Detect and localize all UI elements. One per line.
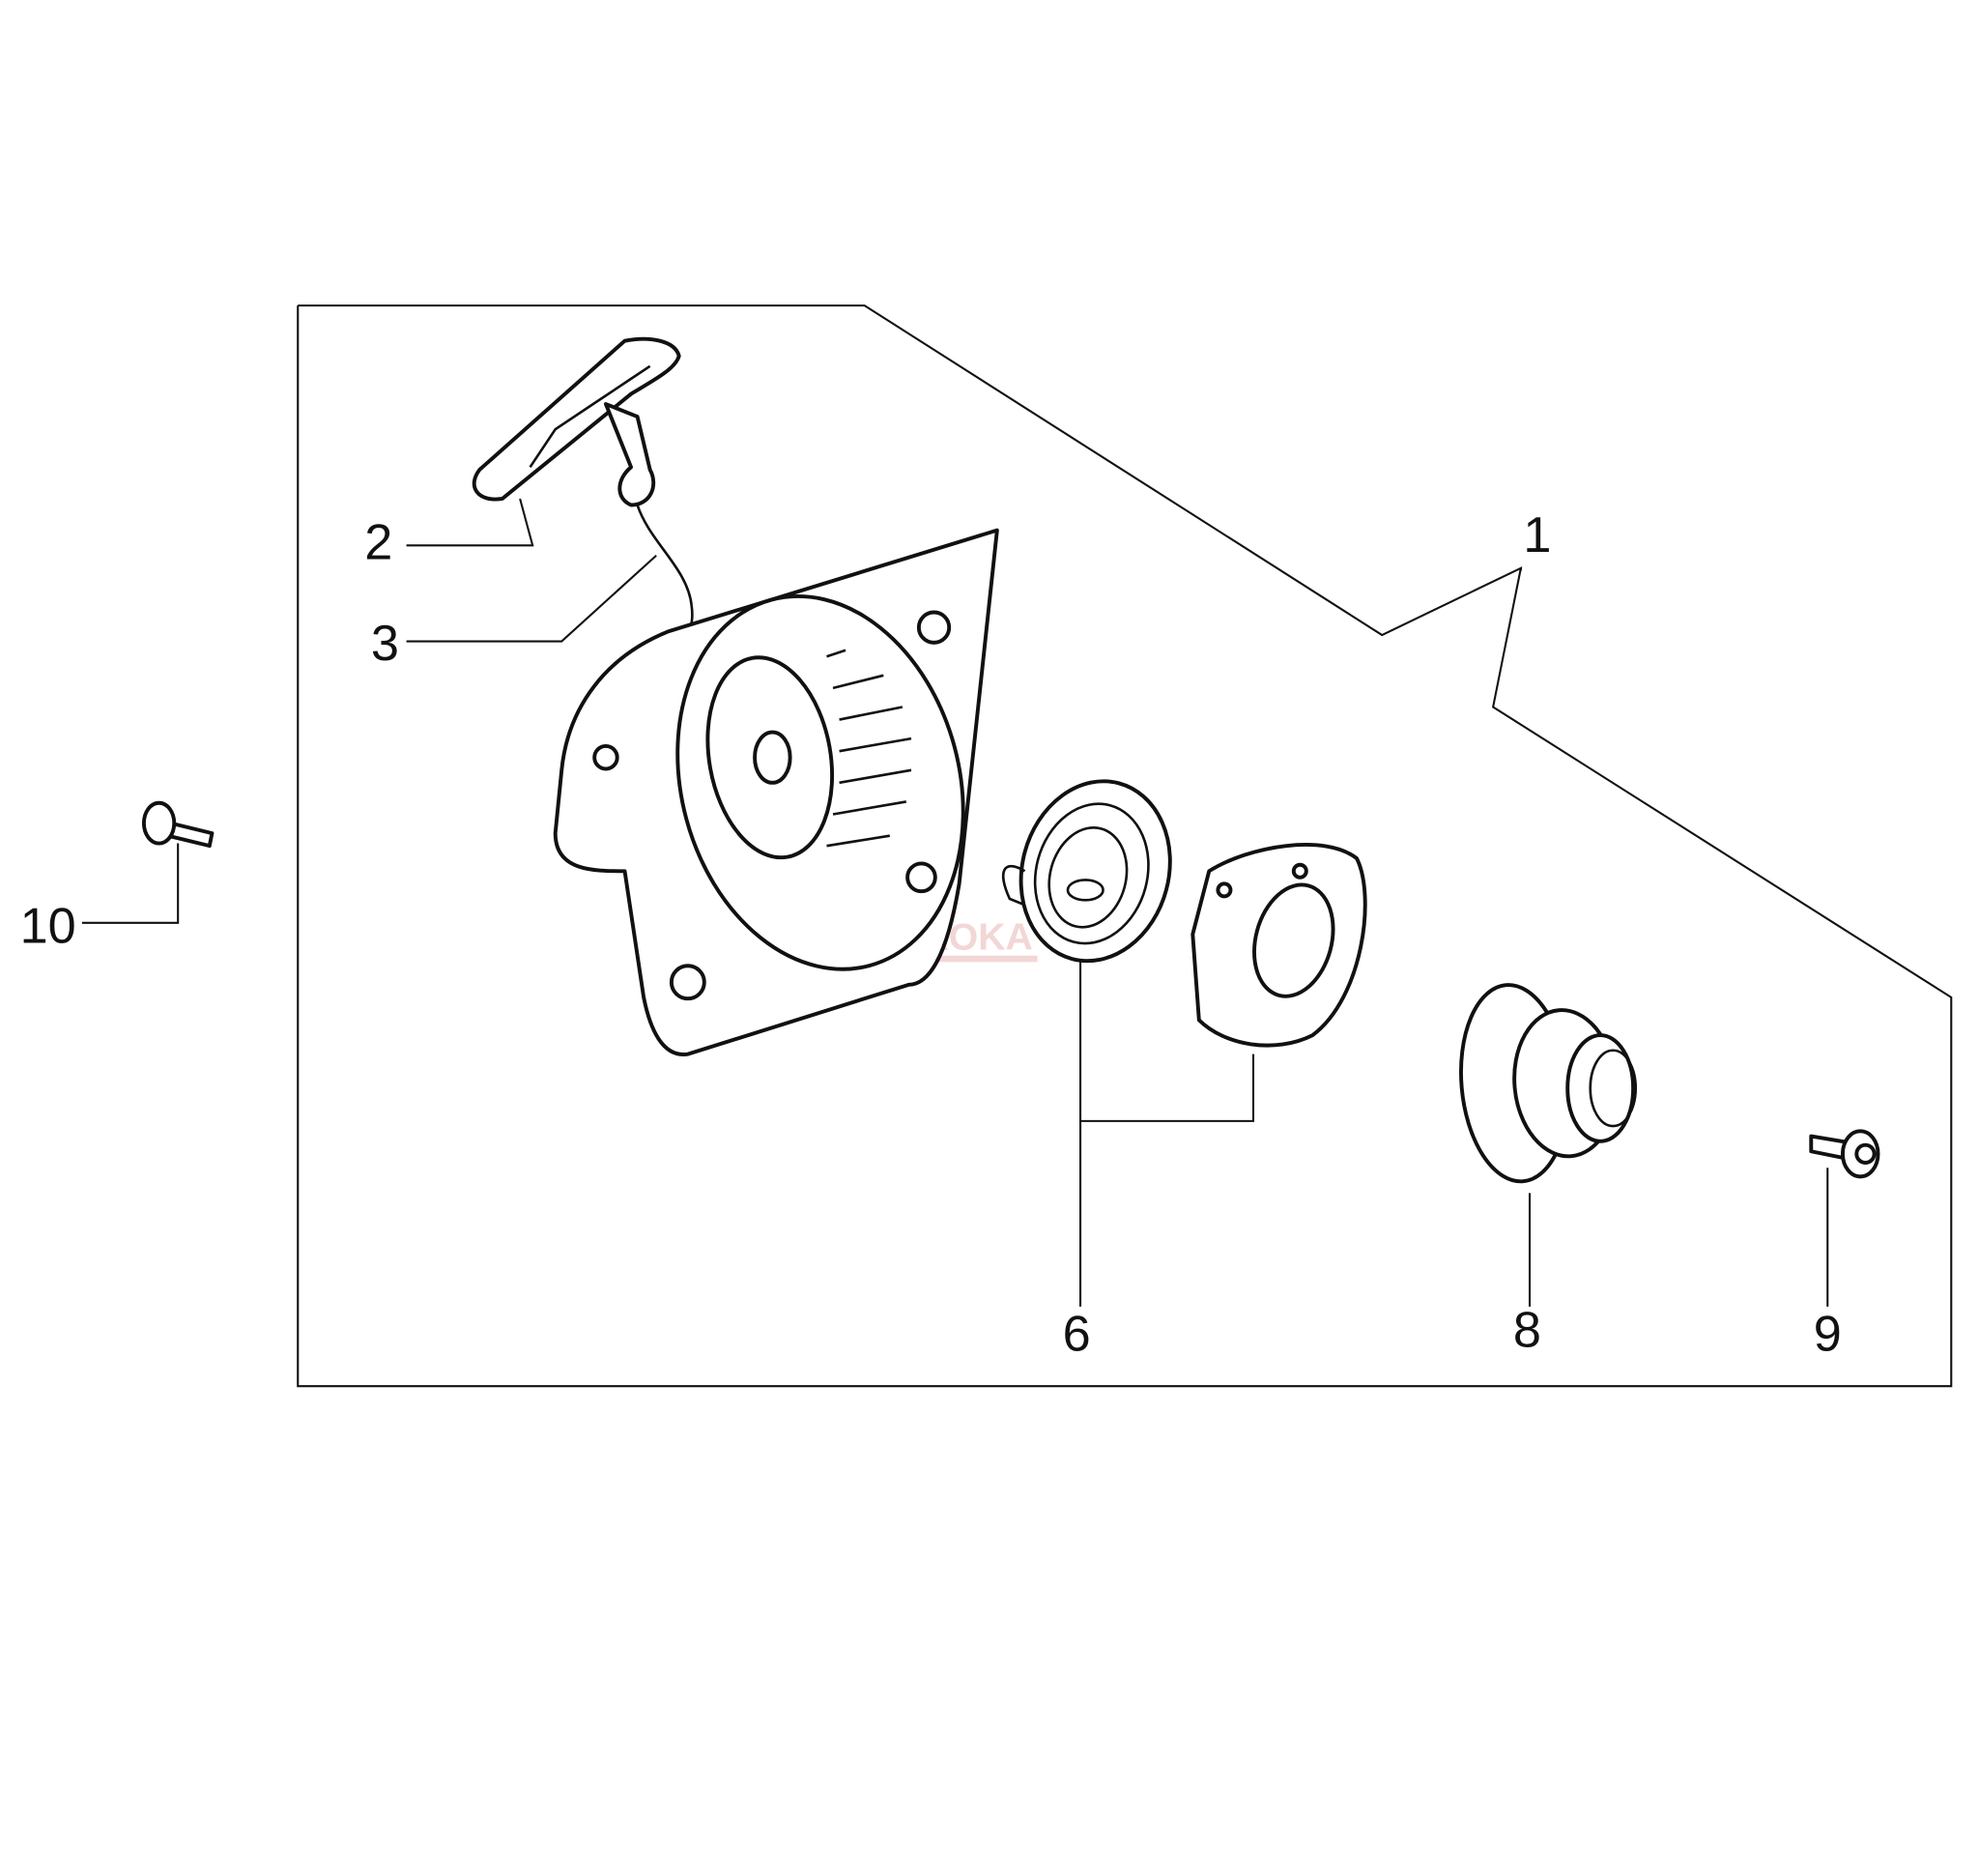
assembly-boundary <box>297 304 1953 1388</box>
callout-6[interactable]: 6 <box>1063 1307 1091 1363</box>
starter-housing-part[interactable] <box>553 528 1004 1056</box>
pulley-screw-part[interactable] <box>1809 1129 1880 1179</box>
callout-1[interactable]: 1 <box>1523 507 1551 563</box>
leader-lines <box>81 498 1829 1307</box>
callout-8[interactable]: 8 <box>1513 1303 1541 1359</box>
starter-handle-part[interactable] <box>472 336 681 507</box>
callout-2[interactable]: 2 <box>364 515 392 571</box>
rope-pulley-part[interactable] <box>1453 980 1638 1186</box>
starter-rope-part[interactable] <box>636 505 694 639</box>
spring-cover-part[interactable] <box>1190 843 1367 1048</box>
callout-10[interactable]: 10 <box>20 899 76 955</box>
recoil-spring-part[interactable] <box>1001 765 1190 978</box>
callout-9[interactable]: 9 <box>1814 1307 1842 1363</box>
callout-3[interactable]: 3 <box>371 616 399 672</box>
watermark-underline <box>917 955 1038 963</box>
housing-screw-part[interactable] <box>141 800 215 849</box>
